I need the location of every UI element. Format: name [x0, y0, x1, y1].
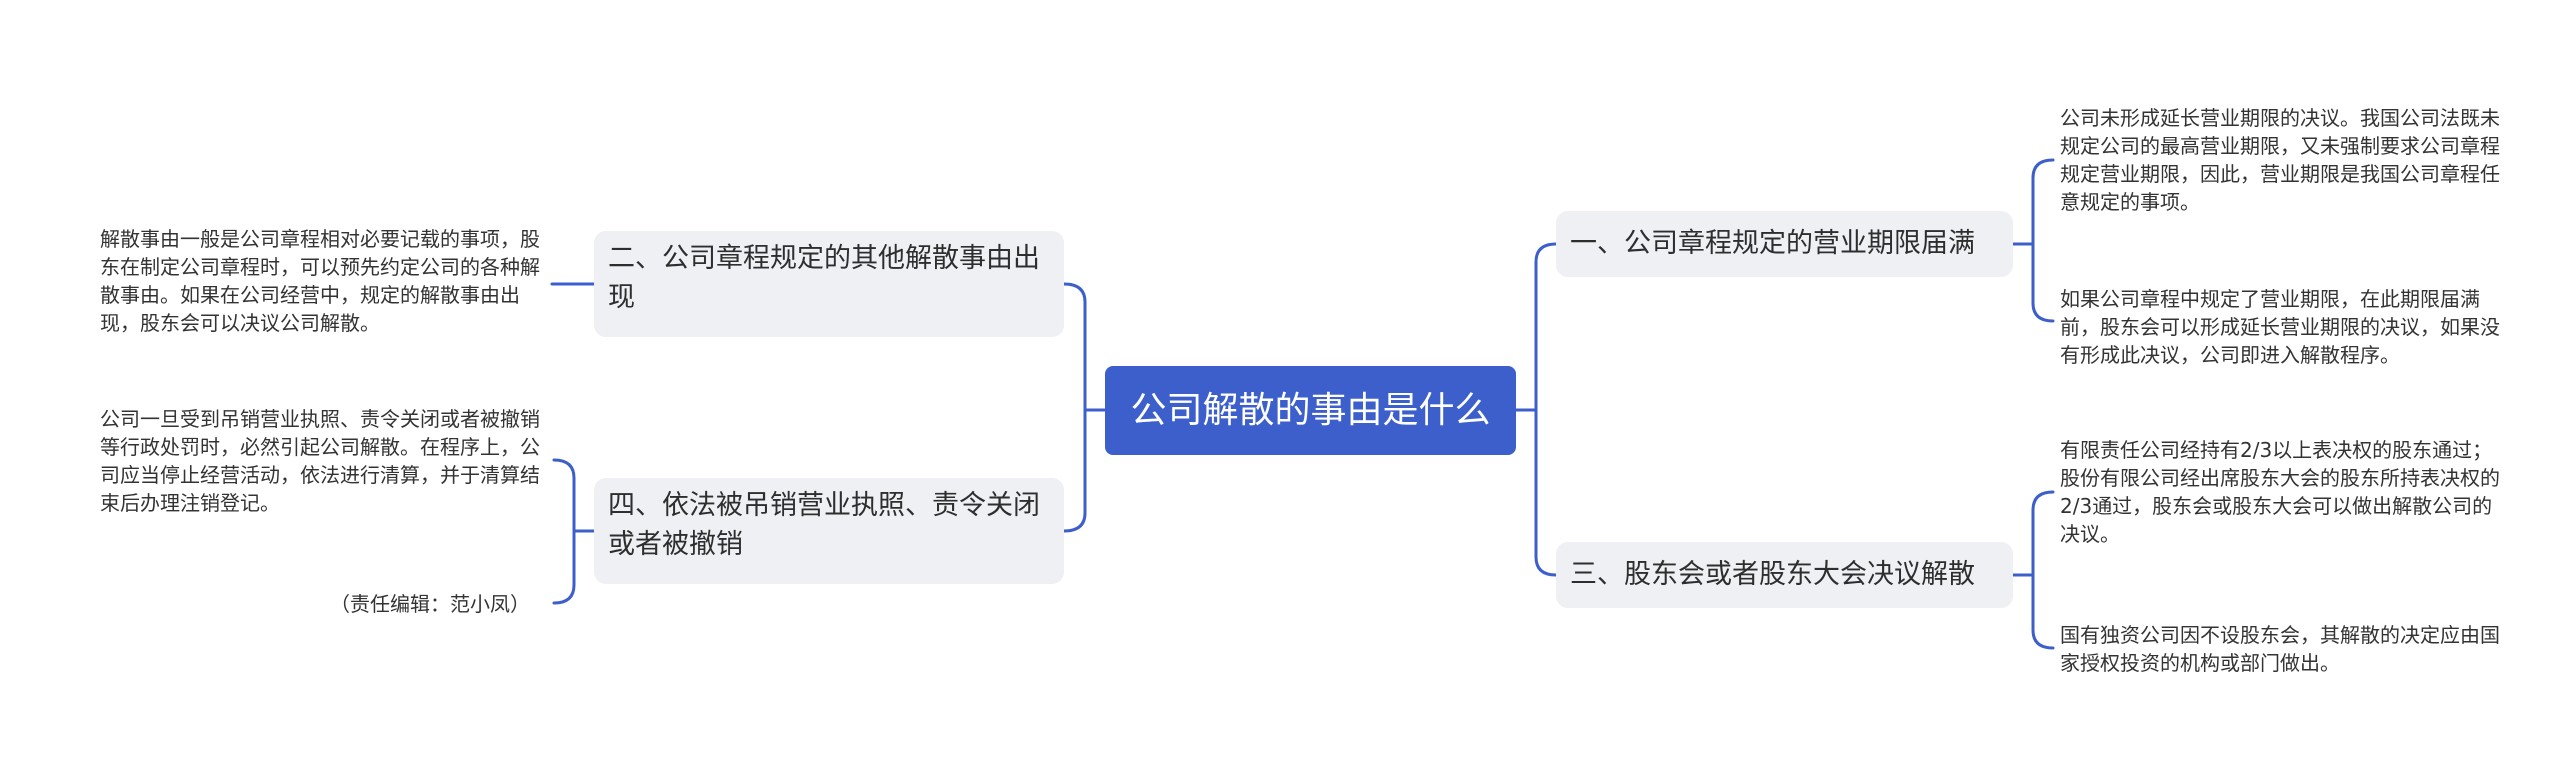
root-topic[interactable]: 公司解散的事由是什么: [1105, 366, 1516, 455]
connector-b4-leaves: [552, 458, 576, 605]
leaf-topic-1-1[interactable]: 公司未形成延长营业期限的决议。我国公司法既未规定公司的最高营业期限，又未强制要求…: [2060, 106, 2500, 214]
leaf-topic-4-2[interactable]: （责任编辑：范小凤）: [330, 592, 530, 616]
connector-b3-leaves: [2031, 490, 2055, 650]
branch-topic-1[interactable]: 一、公司章程规定的营业期限届满: [1556, 211, 2013, 277]
branch-topic-3[interactable]: 三、股东会或者股东大会决议解散: [1556, 542, 2013, 608]
leaf-topic-2-1[interactable]: 解散事由一般是公司章程相对必要记载的事项，股东在制定公司章程时，可以预先约定公司…: [100, 227, 540, 335]
leaf-topic-1-2[interactable]: 如果公司章程中规定了营业期限，在此期限届满前，股东会可以形成延长营业期限的决议，…: [2060, 287, 2500, 367]
leaf-topic-3-1[interactable]: 有限责任公司经持有2/3以上表决权的股东通过；股份有限公司经出席股东大会的股东所…: [2060, 438, 2500, 546]
leaf-topic-4-1[interactable]: 公司一旦受到吊销营业执照、责令关闭或者被撤销等行政处罚时，必然引起公司解散。在程…: [100, 407, 540, 515]
connector-right-branches: [1534, 242, 1558, 577]
branch-topic-4[interactable]: 四、依法被吊销营业执照、责令关闭或者被撤销: [594, 478, 1064, 584]
branch-topic-2[interactable]: 二、公司章程规定的其他解散事由出现: [594, 231, 1064, 337]
leaf-topic-3-2[interactable]: 国有独资公司因不设股东会，其解散的决定应由国家授权投资的机构或部门做出。: [2060, 623, 2500, 675]
connector-b1-leaves: [2031, 158, 2055, 323]
connector-left-branches: [1062, 282, 1087, 533]
